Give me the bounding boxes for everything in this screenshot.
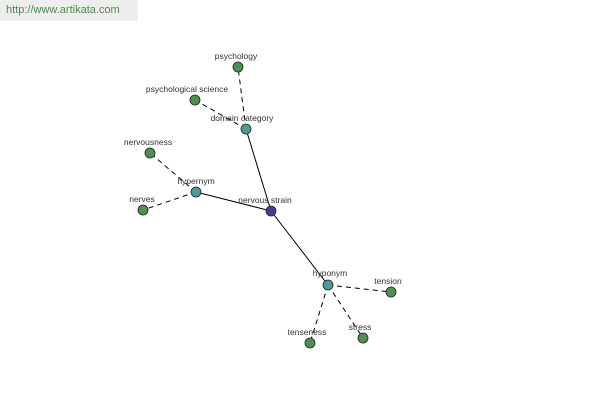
node-tenseness-label[interactable]: tenseness bbox=[288, 327, 327, 337]
node-tenseness[interactable]: tenseness bbox=[288, 327, 327, 349]
node-nervous-strain-label[interactable]: nervous strain bbox=[238, 195, 292, 205]
node-nervous-strain[interactable]: nervous strain bbox=[238, 195, 292, 217]
edge-tension bbox=[327, 284, 392, 293]
edge-psychological-science bbox=[194, 99, 247, 130]
edge-hypernym bbox=[195, 191, 272, 212]
node-stress-dot[interactable] bbox=[357, 332, 369, 344]
edge-stress bbox=[327, 284, 364, 339]
node-nerves[interactable]: nerves bbox=[129, 194, 155, 216]
website-watermark[interactable]: http://www.artikata.com bbox=[0, 0, 138, 21]
node-domain-category-dot[interactable] bbox=[240, 123, 252, 135]
node-psychology-dot[interactable] bbox=[232, 61, 244, 73]
node-tension-dot[interactable] bbox=[385, 286, 397, 298]
node-nerves-dot[interactable] bbox=[137, 204, 149, 216]
node-nervous-strain-dot[interactable] bbox=[265, 205, 277, 217]
node-nerves-label[interactable]: nerves bbox=[129, 194, 155, 204]
node-tenseness-dot[interactable] bbox=[304, 337, 316, 349]
node-nervousness-label[interactable]: nervousness bbox=[124, 137, 172, 147]
graph-edges bbox=[142, 66, 392, 344]
node-hypernym[interactable]: hypernym bbox=[177, 176, 215, 198]
edge-psychology bbox=[237, 66, 247, 130]
edge-nerves bbox=[142, 191, 197, 211]
edge-nervousness bbox=[149, 152, 197, 193]
node-nervousness[interactable]: nervousness bbox=[124, 137, 172, 159]
graph-nodes: nervous strain domain category hypernym … bbox=[124, 51, 402, 349]
node-tension[interactable]: tension bbox=[374, 276, 402, 298]
node-hypernym-label[interactable]: hypernym bbox=[177, 176, 214, 186]
node-hypernym-dot[interactable] bbox=[190, 186, 202, 198]
node-nervousness-dot[interactable] bbox=[144, 147, 156, 159]
node-psychology[interactable]: psychology bbox=[215, 51, 258, 73]
node-stress-label[interactable]: stress bbox=[349, 322, 372, 332]
node-hyponym[interactable]: hyponym bbox=[313, 268, 348, 291]
node-psychological-science-dot[interactable] bbox=[189, 94, 201, 106]
node-domain-category-label[interactable]: domain category bbox=[211, 113, 275, 123]
node-domain-category[interactable]: domain category bbox=[211, 113, 275, 135]
node-stress[interactable]: stress bbox=[349, 322, 372, 344]
node-hyponym-dot[interactable] bbox=[322, 279, 334, 291]
edge-hyponym bbox=[270, 210, 329, 286]
node-psychological-science-label[interactable]: psychological science bbox=[146, 84, 228, 94]
node-hyponym-label[interactable]: hyponym bbox=[313, 268, 348, 278]
node-tension-label[interactable]: tension bbox=[374, 276, 402, 286]
edge-domain-category bbox=[245, 128, 272, 212]
node-psychology-label[interactable]: psychology bbox=[215, 51, 258, 61]
node-psychological-science[interactable]: psychological science bbox=[146, 84, 228, 106]
edge-tenseness bbox=[309, 284, 329, 344]
